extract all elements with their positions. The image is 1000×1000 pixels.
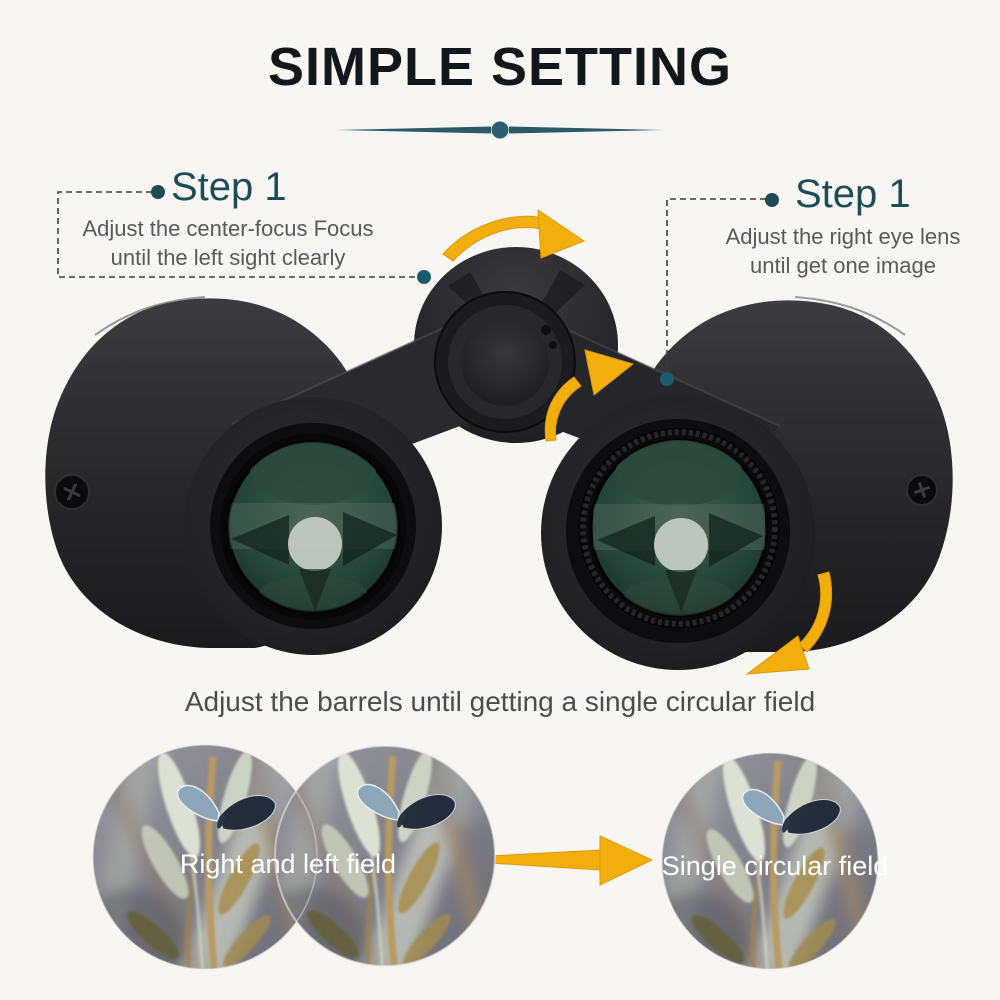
left-eyepiece xyxy=(184,397,442,655)
curved-arrow-hinge-icon xyxy=(544,349,635,442)
right-step-title: Step 1 xyxy=(795,172,911,216)
arrow-right-icon xyxy=(489,835,654,886)
curved-arrow-right-barrel-icon xyxy=(745,571,833,675)
right-screw xyxy=(906,474,938,506)
left-screw xyxy=(54,474,90,510)
left-step-instructions: Adjust the center-focus Focus until the … xyxy=(55,214,401,272)
right-step-line2: until get one image xyxy=(750,253,936,279)
page-title: SIMPLE SETTING xyxy=(267,37,733,97)
right-field-label: Single circular field xyxy=(662,851,889,881)
field-view-single xyxy=(661,752,879,970)
right-eyepiece xyxy=(541,396,815,670)
right-step-bullet xyxy=(765,193,779,207)
right-step-line1: Adjust the right eye lens xyxy=(725,224,961,249)
title-divider xyxy=(336,121,664,139)
binoculars-photo xyxy=(45,247,953,670)
barrels-caption: Adjust the barrels until getting a singl… xyxy=(184,686,816,717)
divider-dot xyxy=(491,121,509,139)
curved-arrow-top-icon xyxy=(442,209,586,262)
left-leader-end-dot xyxy=(417,270,431,284)
right-leader-end-dot xyxy=(660,372,674,386)
right-step-instructions: Adjust the right eye lens until get one … xyxy=(712,222,974,280)
left-step-line2: until the left sight clearly xyxy=(110,245,346,271)
left-field-label: Right and left field xyxy=(180,849,396,879)
adjustment-arrows xyxy=(442,209,833,886)
field-view-left-pair xyxy=(92,744,496,970)
focus-wheel xyxy=(434,291,576,433)
left-step-line1: Adjust the center-focus Focus xyxy=(82,216,374,241)
left-step-bullet xyxy=(151,185,165,199)
right-step-leader-line xyxy=(666,198,766,372)
left-step-title: Step 1 xyxy=(171,165,287,209)
